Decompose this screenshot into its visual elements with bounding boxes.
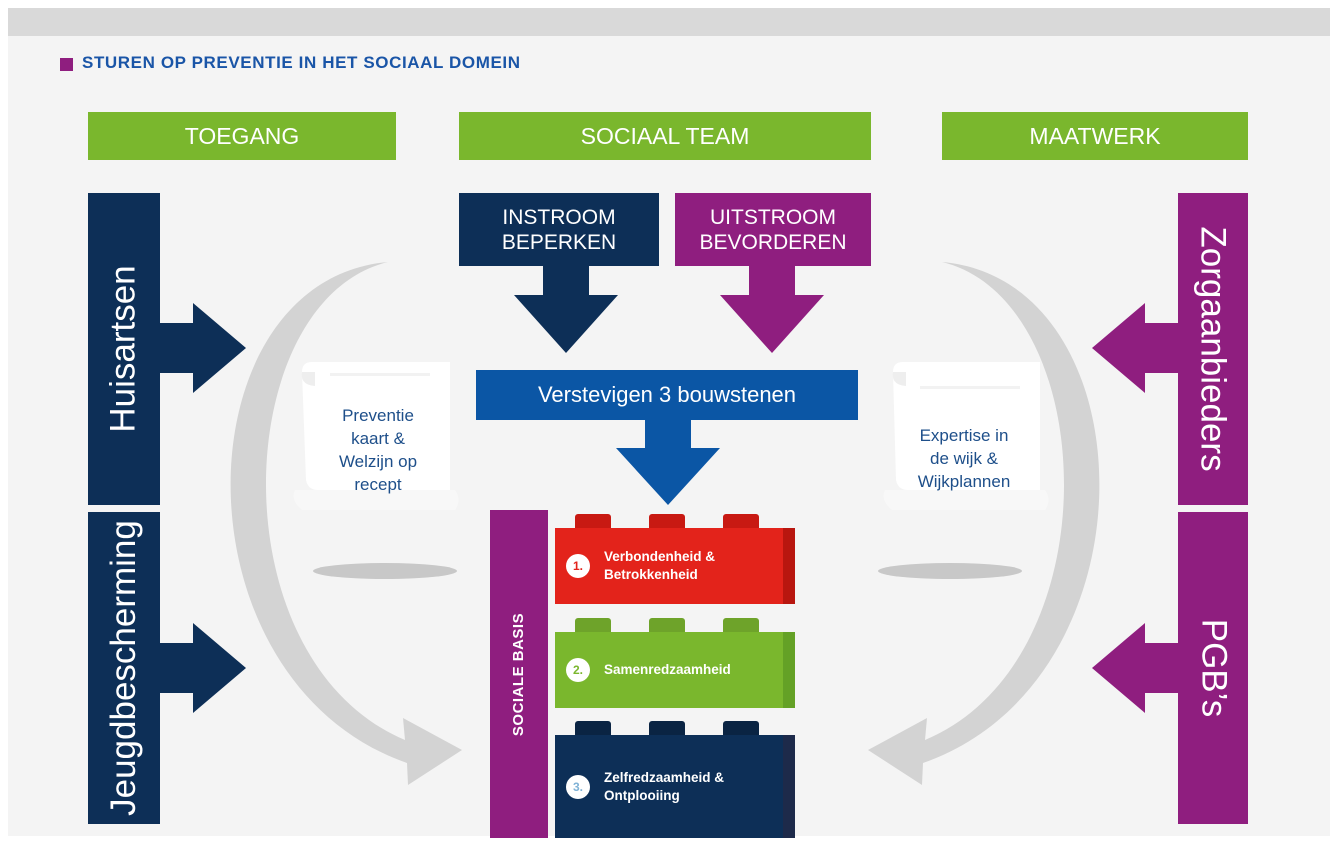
bar-zorgaanbieders: Zorgaanbieders [1178, 193, 1248, 505]
huisartsen-label: Huisartsen [104, 265, 144, 433]
brick-1-line1: Verbondenheid & [604, 549, 716, 564]
sociale-basis-label: SOCIALE BASIS [510, 612, 528, 736]
brick-3-line2: Ontplooiing [604, 787, 680, 803]
brick-2-number: 2. [566, 658, 590, 682]
verstevigen-box: Verstevigen 3 bouwstenen [476, 370, 858, 420]
page-title: STUREN OP PREVENTIE IN HET SOCIAAL DOMEI… [82, 53, 521, 72]
sociale-basis-bar: SOCIALE BASIS [490, 510, 548, 838]
right-scroll-line1: Expertise in [919, 426, 1009, 445]
zorgaanbieders-label: Zorgaanbieders [1194, 226, 1233, 472]
pgbs-arrow-icon [1092, 623, 1178, 713]
instroom-line2: BEPERKEN [501, 230, 617, 254]
jeugdbescherming-label: Jeugdbescherming [104, 520, 143, 816]
uitstroom-down-arrow-icon [720, 266, 824, 353]
left-scroll-line3: Welzijn op [338, 452, 418, 471]
instroom-line1: INSTROOM [502, 205, 616, 229]
right-scroll-line3: Wijkplannen [917, 472, 1011, 491]
brick-1-number: 1. [566, 554, 590, 578]
bar-huisartsen: Huisartsen [88, 193, 160, 505]
huisartsen-arrow-icon [160, 303, 246, 393]
brick-1-line2: Betrokkenheid [604, 567, 698, 582]
brick-samenredzaamheid: 2. Samenredzaamheid [555, 618, 795, 708]
bar-pgbs: PGB’s [1178, 512, 1248, 824]
brick-3-line1: Zelfredzaamheid & [604, 769, 725, 785]
header-toegang: TOEGANG [88, 112, 396, 160]
brick-zelfredzaamheid: 3. Zelfredzaamheid & Ontplooiing [555, 721, 795, 838]
verstevigen-down-arrow-icon [616, 420, 720, 505]
instroom-down-arrow-icon [514, 266, 618, 353]
bar-jeugdbescherming: Jeugdbescherming [88, 512, 160, 824]
header-maatwerk: MAATWERK [942, 112, 1248, 160]
right-scroll-line2: de wijk & [929, 449, 999, 468]
left-curved-arrow-icon [230, 262, 462, 785]
title-square-icon [60, 58, 73, 71]
jeugdbescherming-arrow-icon [160, 623, 246, 713]
brick-2-line1: Samenredzaamheid [604, 662, 731, 677]
brick-verbondenheid: 1. Verbondenheid & Betrokkenheid [555, 514, 795, 604]
left-scroll-line1: Preventie [342, 406, 414, 425]
header-sociaal-team: SOCIAAL TEAM [459, 112, 871, 160]
left-scroll-icon [293, 362, 459, 579]
right-scroll-icon [878, 362, 1049, 579]
uitstroom-line2: BEVORDEREN [699, 230, 847, 254]
uitstroom-line1: UITSTROOM [710, 205, 836, 229]
left-scroll-text: Preventie kaart & Welzijn op recept [308, 404, 448, 496]
left-scroll-line2: kaart & [351, 429, 405, 448]
top-band [8, 8, 1330, 36]
pgbs-label: PGB’s [1194, 618, 1233, 718]
brick-3-number: 3. [566, 774, 590, 799]
right-scroll-text: Expertise in de wijk & Wijkplannen [890, 424, 1038, 493]
zorgaanbieders-arrow-icon [1092, 303, 1178, 393]
left-scroll-line4: recept [354, 475, 402, 494]
right-curved-arrow-icon [868, 262, 1100, 785]
